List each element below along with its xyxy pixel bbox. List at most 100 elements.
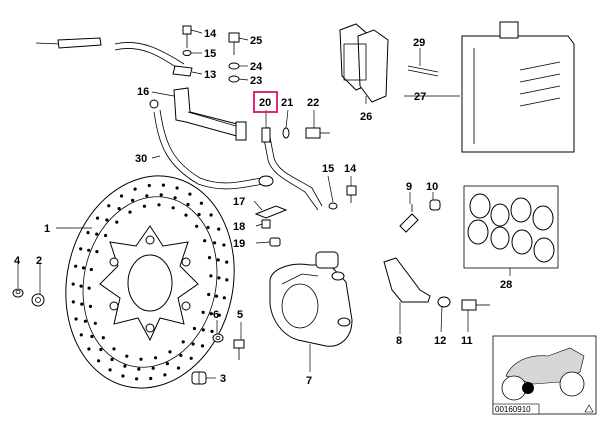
washer-6	[212, 333, 224, 343]
bolt-14	[182, 25, 192, 48]
disc-hole	[119, 194, 124, 198]
disc-hole	[87, 286, 91, 290]
disc-hole	[192, 326, 196, 331]
disc-hole	[145, 194, 149, 198]
disc-hole	[128, 210, 132, 214]
callout-29: 29	[413, 37, 425, 49]
pin-29	[407, 65, 439, 77]
disc-hole	[200, 344, 205, 348]
brake-caliper	[269, 251, 353, 347]
disc-hole	[157, 203, 161, 207]
disc-hole	[88, 304, 93, 308]
callout-18: 18	[233, 221, 245, 233]
callout-15: 15	[204, 48, 216, 60]
bolt-14b	[346, 185, 357, 203]
callout-11: 11	[461, 335, 473, 347]
callout-21: 21	[281, 97, 293, 109]
disc-hole	[89, 267, 93, 272]
disc-hole	[165, 362, 169, 366]
callout-15b: 15	[322, 163, 334, 175]
bolt-22	[305, 127, 330, 139]
disc-hole	[214, 294, 219, 298]
brake-pads	[339, 23, 389, 103]
callout-17: 17	[233, 196, 245, 208]
leader-lines	[17, 29, 511, 379]
clamp-13	[172, 65, 193, 77]
disc-hole	[201, 310, 205, 314]
washer-23	[228, 75, 240, 83]
disc-hole	[154, 356, 158, 360]
brake-hose-upper	[35, 37, 185, 71]
highlight-dot-icon	[522, 382, 534, 394]
disc-hole	[173, 196, 177, 200]
callout-26: 26	[360, 111, 372, 123]
disc-hole	[105, 218, 109, 222]
nut-19	[269, 237, 281, 247]
disc-hole	[81, 266, 86, 270]
disc-hole	[86, 231, 90, 235]
disc-hole	[121, 374, 125, 378]
disc-hole	[171, 206, 175, 210]
callout-20: 20	[259, 97, 271, 109]
nut-4	[12, 288, 24, 298]
bracket-8	[383, 257, 431, 303]
disc-hole	[74, 317, 78, 321]
disc-hole	[209, 312, 213, 316]
clip-17	[254, 205, 288, 219]
disc-hole	[217, 227, 221, 231]
disc-hole	[209, 213, 213, 217]
callout-10: 10	[426, 181, 438, 193]
disc-hole	[123, 364, 127, 368]
callout-13: 13	[204, 69, 216, 81]
corner-triangle-icon	[584, 404, 594, 413]
disc-hole	[137, 367, 141, 371]
disc-hole	[217, 276, 221, 280]
callout-2: 2	[36, 255, 42, 267]
highlight-box	[253, 91, 278, 113]
bleeder-valve-9	[399, 204, 419, 233]
disc-hole	[101, 336, 105, 340]
disc-hole	[79, 247, 83, 251]
disc-hole	[225, 278, 229, 282]
washer-2	[31, 293, 45, 307]
disc-hole	[184, 213, 188, 217]
callout-28: 28	[500, 279, 512, 291]
disc-hole	[99, 347, 103, 352]
disc-hole	[95, 232, 99, 236]
disc-hole	[71, 300, 75, 304]
washer-21	[282, 127, 290, 139]
bolt-11	[461, 299, 490, 311]
disc-hole	[149, 376, 153, 381]
callout-4: 4	[14, 255, 21, 267]
callout-14: 14	[204, 28, 217, 40]
disc-hole	[79, 284, 83, 288]
disc-hole	[107, 204, 111, 208]
brake-line-20	[261, 126, 323, 211]
disc-hole	[176, 366, 181, 370]
callout-24: 24	[250, 61, 263, 73]
disc-hole	[216, 258, 220, 262]
callout-labels: 1 2 3 4 5 6 7 8 9 10 11 12 13 14 15 16 1…	[14, 28, 512, 387]
disc-hole	[189, 356, 193, 360]
disc-hole	[142, 204, 146, 208]
callout-22: 22	[307, 97, 319, 109]
callout-16: 16	[137, 86, 149, 98]
disc-hole	[222, 243, 226, 247]
seal-kit	[463, 185, 559, 269]
disc-hole	[95, 250, 99, 254]
disc-hole	[197, 212, 201, 217]
disc-hole	[175, 186, 179, 190]
disc-hole	[181, 340, 185, 344]
disc-hole	[131, 198, 135, 202]
callout-8: 8	[396, 335, 402, 347]
disc-hole	[87, 347, 91, 351]
disc-hole	[168, 350, 172, 354]
disc-hole	[87, 248, 91, 252]
disc-hole	[125, 354, 129, 358]
washer-12	[437, 296, 451, 308]
bolt-25	[228, 32, 240, 55]
disc-hole	[199, 201, 203, 205]
disc-hole	[108, 368, 112, 372]
disc-hole	[207, 292, 211, 297]
